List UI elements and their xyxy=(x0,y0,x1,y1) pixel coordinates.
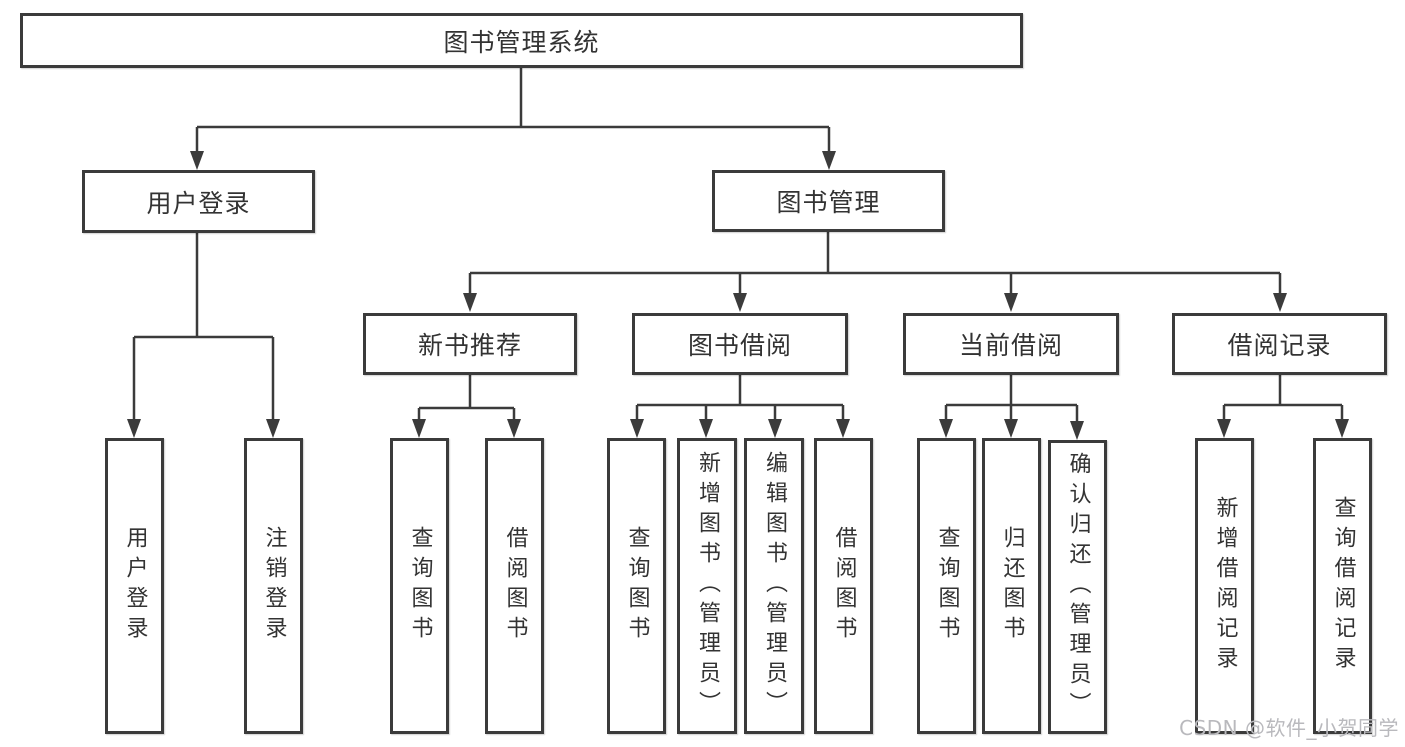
node-current-borrowing: 当前借阅 xyxy=(903,313,1119,375)
node-new-book-recommend: 新书推荐 xyxy=(363,313,577,375)
leaf-br-add-record-label: 新增借阅记录 xyxy=(1212,496,1238,676)
leaf-cb-return-books-label: 归还图书 xyxy=(999,526,1025,646)
leaf-cb-confirm-return: 确认归还（管理员） xyxy=(1048,440,1107,734)
node-book-borrowing: 图书借阅 xyxy=(632,313,848,375)
node-book-management-label: 图书管理 xyxy=(776,188,881,217)
node-current-borrowing-label: 当前借阅 xyxy=(958,331,1063,360)
node-new-book-recommend-label: 新书推荐 xyxy=(417,331,522,360)
node-borrowing-records: 借阅记录 xyxy=(1172,313,1387,375)
leaf-bb-borrow-books: 借阅图书 xyxy=(814,438,873,734)
node-root-label: 图书管理系统 xyxy=(443,27,600,57)
node-user-login-branch-label: 用户登录 xyxy=(146,188,251,218)
leaf-nbr-borrow-books: 借阅图书 xyxy=(485,438,544,734)
leaf-br-query-record-label: 查询借阅记录 xyxy=(1330,496,1356,676)
csdn-watermark: CSDN @软件_小贺同学 xyxy=(1179,716,1399,740)
leaf-user-login: 用户登录 xyxy=(105,438,164,734)
leaf-cb-query-books-label: 查询图书 xyxy=(934,526,960,646)
leaf-nbr-borrow-books-label: 借阅图书 xyxy=(502,526,528,646)
node-borrowing-records-label: 借阅记录 xyxy=(1227,331,1332,360)
leaf-br-query-record: 查询借阅记录 xyxy=(1313,438,1372,734)
leaf-bb-add-books: 新增图书（管理员） xyxy=(677,438,737,734)
leaf-bb-query-books-label: 查询图书 xyxy=(624,526,650,646)
leaf-cb-query-books: 查询图书 xyxy=(917,438,976,734)
leaf-bb-edit-books: 编辑图书（管理员） xyxy=(744,438,804,734)
leaf-logout: 注销登录 xyxy=(244,438,303,734)
leaf-user-login-label: 用户登录 xyxy=(122,526,148,646)
leaf-nbr-query-books: 查询图书 xyxy=(390,438,449,734)
node-user-login-branch: 用户登录 xyxy=(82,170,315,233)
leaf-logout-label: 注销登录 xyxy=(261,526,287,646)
node-book-management: 图书管理 xyxy=(712,170,945,232)
node-root: 图书管理系统 xyxy=(20,13,1023,68)
leaf-cb-confirm-return-label: 确认归还（管理员） xyxy=(1065,452,1091,722)
leaf-bb-query-books: 查询图书 xyxy=(607,438,666,734)
leaf-nbr-query-books-label: 查询图书 xyxy=(407,526,433,646)
leaf-bb-borrow-books-label: 借阅图书 xyxy=(831,526,857,646)
leaf-br-add-record: 新增借阅记录 xyxy=(1195,438,1254,734)
leaf-cb-return-books: 归还图书 xyxy=(982,438,1041,734)
node-book-borrowing-label: 图书借阅 xyxy=(687,331,792,360)
leaf-bb-edit-books-label: 编辑图书（管理员） xyxy=(762,451,787,721)
leaf-bb-add-books-label: 新增图书（管理员） xyxy=(695,451,720,721)
